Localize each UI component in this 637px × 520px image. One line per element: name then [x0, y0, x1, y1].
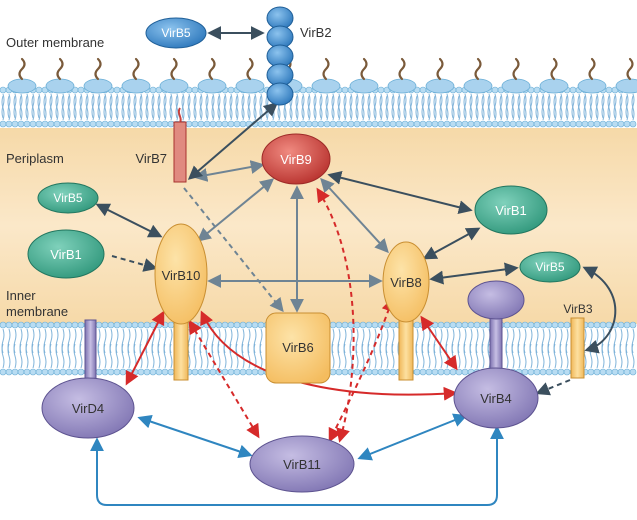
virb9-label: VirB9: [280, 152, 312, 167]
virb6: VirB6: [265, 312, 331, 384]
arrow-virb7-virb6: [183, 187, 284, 313]
virb1-left: VirB1: [27, 229, 105, 279]
outer-membrane-label: Outer membrane: [6, 35, 104, 50]
outer-membrane: [0, 57, 637, 128]
virb1-left-label: VirB1: [50, 247, 82, 262]
virb9: VirB9: [261, 133, 331, 185]
arrow-virb8-virb1: [422, 227, 481, 260]
arrow-virb2-virb7: [187, 102, 279, 180]
virb5-outer: VirB5: [145, 17, 207, 49]
arrow-virb9-virb10: [196, 178, 275, 242]
virb5-right-label: VirB5: [535, 260, 564, 274]
arrow-virb9-virb1: [327, 170, 473, 215]
vird4-label: VirD4: [72, 401, 104, 416]
virb5-right: VirB5: [519, 251, 581, 283]
arrow-virb8-virb4: [420, 315, 458, 371]
virb8: VirB8: [382, 241, 430, 381]
arrow-vird4-virb4-loop: [90, 425, 504, 506]
virb4: VirB4: [453, 280, 539, 429]
virb2-subunit: [266, 82, 294, 106]
virb6-label: VirB6: [282, 340, 314, 355]
virb7: VirB7: [135, 107, 187, 183]
virb11: VirB11: [249, 435, 355, 493]
arrow-virb10-vird4: [125, 310, 165, 386]
virb5-periplasm-label: VirB5: [53, 191, 82, 205]
virb10-label: VirB10: [162, 268, 201, 283]
virb5-outer-label: VirB5: [161, 26, 190, 40]
inner-membrane-label-line2: membrane: [6, 304, 68, 319]
arrow-virb1-virb10: [111, 255, 158, 272]
virb11-label: VirB11: [283, 457, 321, 472]
virb3-label: VirB3: [563, 302, 592, 316]
arrow-vird4-virb11: [137, 414, 253, 459]
vird4: VirD4: [41, 319, 135, 439]
virb1-right: VirB1: [474, 185, 548, 235]
arrow-virb5-virb3: [582, 266, 617, 354]
virb4-label: VirB4: [480, 391, 512, 406]
virb8-label: VirB8: [390, 275, 422, 290]
periplasm-label: Periplasm: [6, 151, 64, 166]
virb2-pilus: [266, 6, 294, 106]
virb1-right-label: VirB1: [495, 203, 527, 218]
arrow-virb10-virb11: [188, 319, 260, 439]
virb5-periplasm: VirB5: [37, 182, 99, 214]
interaction-arrows: [90, 26, 617, 506]
inner-membrane-label-line1: Inner: [6, 288, 36, 303]
virb10: VirB10: [154, 223, 208, 381]
arrow-virb5-virb10: [95, 203, 163, 238]
virb2-label: VirB2: [300, 25, 332, 40]
arrow-virb8-virb5: [429, 262, 519, 285]
arrow-virb11-virb4: [357, 413, 468, 461]
virb7-label: VirB7: [135, 151, 167, 166]
arrow-virb3-virb4: [535, 379, 571, 396]
virb3: VirB3: [563, 302, 593, 379]
